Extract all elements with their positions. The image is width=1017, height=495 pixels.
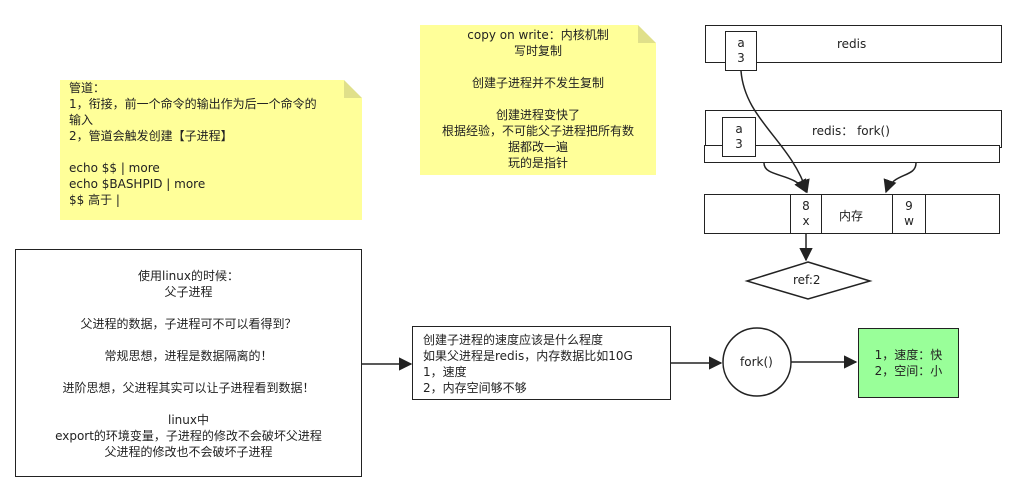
note-pipe: 管道： 1，衔接，前一个命令的输出作为后一个命令的 输入 2，管道会触发创建【子… (60, 80, 362, 220)
cell-top: 8 (802, 199, 810, 213)
var-name: a (735, 122, 743, 136)
redis-child-lower-box (704, 145, 1000, 163)
parent-child-process-box: 使用linux的时候： 父子进程 父进程的数据，子进程可不可以看得到？ 常规思想… (15, 249, 362, 477)
memory-box: 内存 (704, 194, 1000, 234)
note-fold-corner (638, 25, 656, 43)
var-value: 3 (735, 137, 743, 151)
var-value: 3 (737, 51, 745, 65)
note-cow-text: copy on write：内核机制 写时复制 创建子进程并不发生复制 创建进程… (441, 28, 634, 170)
fork-label: fork() (740, 355, 773, 369)
arrow-child-to-memory-left (763, 162, 807, 194)
redis-child-label: redis： fork() (812, 124, 890, 138)
memory-label: 内存 (839, 209, 864, 223)
redis-parent-var-a: a 3 (725, 31, 757, 71)
ref-label: ref:2 (793, 273, 821, 287)
arrow-parent-to-memory (740, 70, 810, 194)
redis-parent-label: redis (837, 37, 867, 51)
cell-bottom: x (802, 214, 810, 228)
var-name: a (737, 36, 745, 50)
arrow-child-to-memory-right (883, 162, 917, 194)
fork-result-box: 1，速度：快 2，空间：小 (858, 328, 959, 398)
note-copy-on-write: copy on write：内核机制 写时复制 创建子进程并不发生复制 创建进程… (420, 25, 656, 175)
cell-top: 9 (905, 199, 913, 213)
cell-bottom: w (904, 214, 914, 228)
ref-diamond (744, 261, 873, 300)
note-fold-corner (344, 80, 362, 98)
memory-cell-left: 8 x (790, 194, 822, 234)
memory-cell-right: 9 w (892, 194, 926, 234)
redis-child-var-a: a 3 (722, 117, 756, 157)
fork-speed-question-box: 创建子进程的速度应该是什么程度 如果父进程是redis，内存数据比如10G 1，… (412, 326, 671, 400)
note-pipe-text: 管道： 1，衔接，前一个命令的输出作为后一个命令的 输入 2，管道会触发创建【子… (69, 81, 317, 207)
